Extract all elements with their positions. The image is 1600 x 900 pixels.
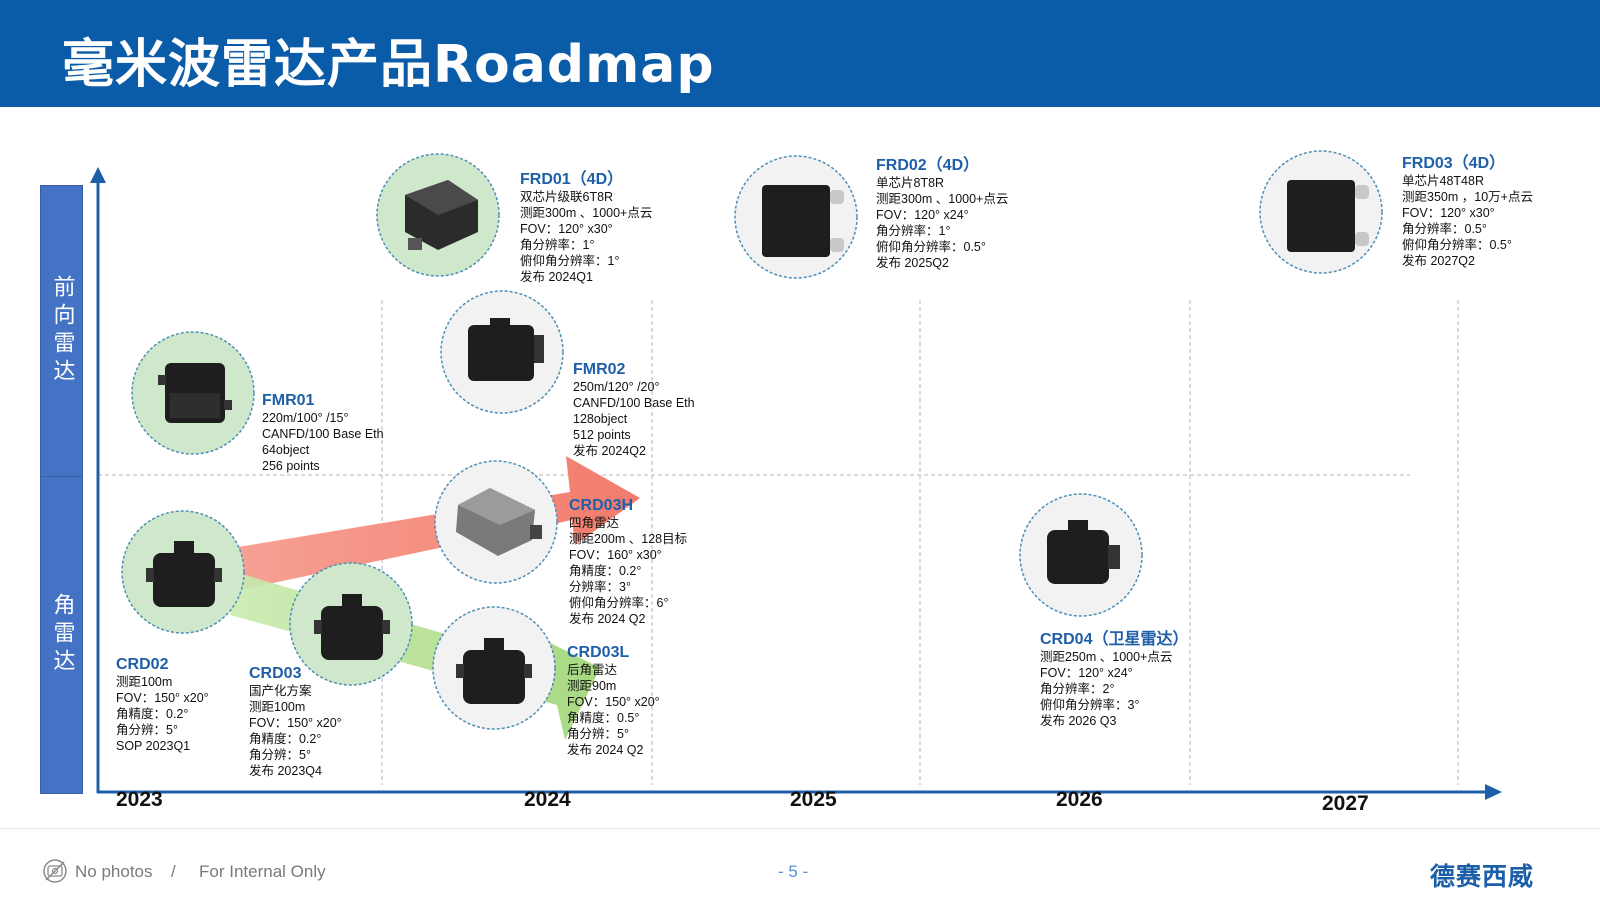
- frd02-image: [734, 155, 858, 279]
- fmr02-image: [440, 290, 564, 414]
- header-bar: 毫米波雷达产品Roadmap: [0, 0, 1600, 107]
- page-number: - 5 -: [778, 862, 809, 881]
- crd03l-image: [432, 606, 556, 730]
- category-corner-radar: 角雷达: [40, 476, 83, 794]
- footer-no-photos: No photos: [75, 862, 153, 881]
- footer-divider: [0, 828, 1600, 829]
- year-label-2027: 2027: [1322, 792, 1369, 815]
- y-axis-arrowhead: [90, 167, 106, 183]
- crd02-image: [121, 510, 245, 634]
- year-label-2024: 2024: [524, 788, 571, 811]
- year-label-2025: 2025: [790, 788, 837, 811]
- no-photos-icon: [43, 859, 67, 883]
- crd03-image: [289, 562, 413, 686]
- year-label-2023: 2023: [116, 788, 163, 811]
- crd03h-image: [434, 460, 558, 584]
- frd03-image: [1259, 150, 1383, 274]
- brand-logo: 德赛西威: [1430, 862, 1535, 891]
- x-axis-arrowhead: [1485, 784, 1502, 800]
- fmr01-image: [131, 331, 255, 455]
- footer-separator: /: [171, 862, 176, 881]
- year-label-2026: 2026: [1056, 788, 1103, 811]
- footer-internal: For Internal Only: [199, 862, 326, 881]
- frd01-image: [376, 153, 500, 277]
- crd04-image: [1019, 493, 1143, 617]
- page-title: 毫米波雷达产品Roadmap: [62, 35, 715, 95]
- category-front-radar: 前向雷达: [40, 185, 83, 477]
